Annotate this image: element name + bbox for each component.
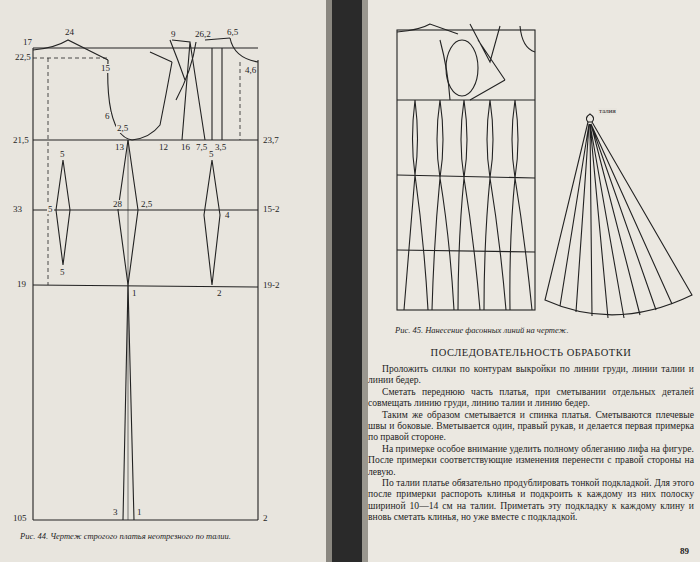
dimension-number: 2,5 [140,200,153,209]
draft-line [33,58,240,285]
draft-line [240,62,241,140]
dimension-number: 5 [208,150,215,159]
dimension-number: 2,5 [116,124,129,133]
draft-line [128,140,129,520]
body-paragraph: По талии платье обязательно продублирова… [368,477,694,523]
dimension-number: 4,6 [244,66,257,75]
draft-line [211,48,212,140]
draft-line [470,24,535,80]
draft-line [33,139,258,140]
dimension-number: 1 [136,508,143,517]
draft-line [484,100,506,310]
draft-line [458,100,480,310]
draft-line [33,285,258,287]
dimension-number: 23,7 [262,136,280,145]
draft-line [170,40,196,100]
body-paragraph: Таким же образом сметывается и спинка пл… [368,409,694,443]
dimension-number: 6 [104,112,111,121]
draft-line [397,24,458,34]
body-paragraph: На примерке особое внимание уделить полн… [368,443,694,477]
dimension-number: 28 [112,200,123,209]
dimension-number: 9 [170,30,177,39]
draft-line [397,250,535,252]
dimension-number: 5 [59,268,66,277]
dimension-number: 15-2 [262,205,281,214]
dimension-number: 12 [158,143,169,152]
draft-line [33,47,258,48]
dimension-number: 5 [59,150,66,159]
draft-line [221,48,222,140]
draft-line [33,519,258,520]
dimension-number: 7,5 [195,143,208,152]
draft-line [204,160,220,285]
dimension-number: 26,2 [194,30,212,39]
dimension-number: 13 [114,143,125,152]
dimension-number: 19-2 [262,281,281,290]
draft-line [33,40,108,60]
draft-line [32,48,33,520]
section-heading: ПОСЛЕДОВАТЕЛЬНОСТЬ ОБРАБОТКИ [368,347,694,358]
dimension-number: 33 [12,205,23,214]
draft-line [123,285,134,520]
draft-line [257,60,258,520]
draft-line [326,0,332,562]
text-column: ПОСЛЕДОВАТЕЛЬНОСТЬ ОБРАБОТКИ Проложить си… [368,347,694,523]
draft-line [56,160,70,265]
dimension-number: 15 [100,64,111,73]
dimension-number: 3,5 [214,143,227,152]
draft-line [48,58,49,285]
draft-line [397,99,535,100]
dimension-number: 16 [180,143,191,152]
draft-line [432,100,454,310]
body-paragraph: Сметать переднюю часть платья, при сметы… [368,386,694,409]
draft-line [150,38,230,140]
draft-line [132,62,172,140]
dimension-number: талия [598,108,617,115]
dimension-number: 22,5 [14,53,32,62]
figure-caption: Рис. 45. Нанесение фасонных линий на чер… [395,326,685,336]
draft-line [440,40,505,100]
draft-line [33,58,110,59]
dimension-number: 4 [224,211,231,220]
dimension-number: 2 [262,514,269,523]
draft-line [230,38,258,62]
draft-line [108,60,132,140]
dimension-number: 17 [22,38,33,47]
page-number: 89 [680,546,689,556]
dimension-number: 6,5 [226,28,239,37]
draft-line [510,100,532,310]
draft-line [330,0,364,562]
dimension-number: 3 [112,508,119,517]
body-paragraph: Проложить силки по контурам выкройки по … [368,363,694,386]
draft-line [560,124,672,318]
dimension-number: 24 [64,28,75,37]
draft-line [360,0,700,562]
dimension-number: 105 [12,514,28,523]
figure-caption: Рис. 44. Чертеж строгого платья неотрезн… [20,532,320,542]
dimension-number: 2 [216,289,223,298]
draft-line [362,0,368,562]
dimension-number: 1 [131,289,138,298]
dimension-number: 21,5 [12,136,30,145]
dimension-number: 19 [16,280,27,289]
draft-line [586,114,593,122]
draft-line [446,40,478,96]
draft-line [404,100,428,310]
draft-line [397,30,535,310]
dimension-number: 5 [47,205,54,214]
draft-line [0,0,337,562]
